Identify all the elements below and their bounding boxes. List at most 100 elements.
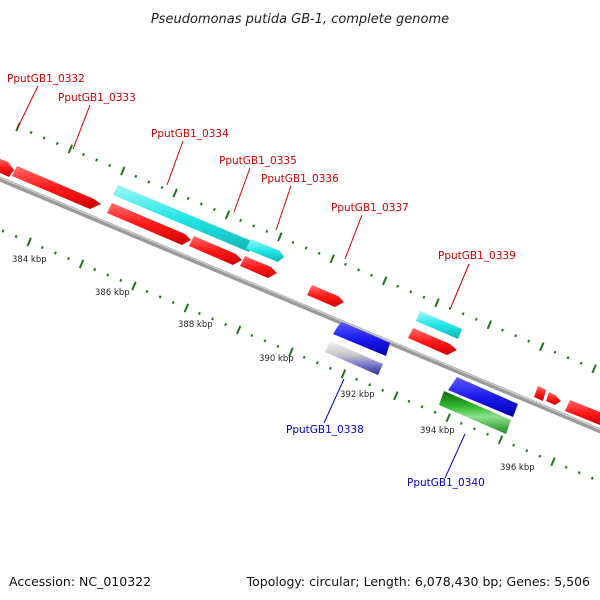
forward-leader-lines [16, 85, 470, 308]
tick-label-392: 392 kbp [340, 390, 375, 400]
ruler-minor-tick [315, 361, 319, 365]
ruler-minor-tick [212, 207, 216, 211]
ruler-minor-tick [579, 361, 583, 365]
gene-0334[interactable] [113, 185, 254, 252]
gene-0340-blue[interactable] [448, 377, 518, 417]
gene-0339[interactable] [416, 311, 462, 339]
ruler-minor-tick [263, 339, 267, 343]
ruler-minor-tick [474, 317, 478, 321]
ruler-minor-tick [95, 158, 99, 162]
tick-label-384: 384 kbp [12, 255, 47, 265]
ruler-major-tick [26, 237, 32, 247]
ruler-major-tick [131, 281, 137, 291]
ruler-minor-tick [40, 245, 44, 250]
ruler-major-tick [67, 144, 74, 154]
ruler-minor-tick [538, 454, 542, 458]
ruler-minor-tick [486, 432, 489, 436]
gene-right-2[interactable] [546, 392, 561, 405]
ruler-minor-tick [160, 185, 164, 189]
ruler-minor-tick [67, 256, 70, 261]
ruler-minor-tick [276, 344, 280, 348]
ruler-minor-tick [147, 180, 151, 184]
ruler-minor-tick [566, 356, 570, 360]
ruler-minor-tick [461, 312, 465, 316]
ruler-minor-tick [14, 234, 18, 239]
gene-label-0335: PputGB1_0335 [219, 155, 297, 167]
gene-label-0333: PputGB1_0333 [58, 92, 136, 104]
gene-0335[interactable] [246, 239, 284, 262]
ruler-minor-tick [53, 251, 57, 255]
ruler-major-tick [288, 347, 294, 357]
ruler-minor-tick [239, 218, 243, 222]
ruler-minor-tick [29, 130, 33, 135]
ruler-minor-tick [343, 262, 347, 266]
ruler-major-tick [393, 391, 399, 401]
tick-label-386: 386 kbp [95, 288, 130, 298]
ruler-minor-tick [577, 471, 581, 475]
ruler-minor-tick [252, 224, 256, 228]
ruler-minor-tick [422, 295, 426, 299]
ruler-major-tick [497, 435, 504, 445]
ruler-minor-tick [472, 427, 476, 431]
gene-right-3[interactable] [565, 400, 600, 425]
ruler-minor-tick [420, 405, 424, 409]
ruler-minor-tick [355, 377, 359, 381]
ruler-minor-tick [433, 410, 437, 414]
ruler-minor-tick [106, 273, 110, 277]
gene-0333[interactable] [12, 166, 101, 209]
ruler-inner [1, 229, 594, 480]
gene-label-0338: PputGB1_0338 [286, 424, 364, 436]
gene-label-0339: PputGB1_0339 [438, 250, 516, 262]
ruler-major-tick [78, 259, 85, 269]
ruler-major-tick [172, 188, 178, 198]
gene-lower-1[interactable] [107, 203, 191, 245]
gene-0338-blue[interactable] [333, 322, 390, 356]
ruler-minor-tick [304, 246, 308, 250]
ruler-major-tick [120, 166, 126, 176]
ruler-minor-tick [199, 202, 203, 206]
ruler-minor-tick [265, 229, 269, 233]
ruler-minor-tick [525, 449, 529, 453]
ruler-minor-tick [1, 229, 5, 233]
gene-label-0337: PputGB1_0337 [331, 202, 409, 214]
gene-0332[interactable] [0, 158, 14, 177]
ruler-major-tick [224, 210, 231, 220]
ruler-major-tick [486, 320, 493, 330]
ruler-minor-tick [409, 290, 413, 294]
gene-label-0334: PputGB1_0334 [151, 128, 229, 140]
ruler-minor-tick [368, 383, 372, 387]
map-title: Pseudomonas putida GB-1, complete genome [151, 12, 449, 27]
reverse-leader-lines [323, 378, 466, 479]
ruler-minor-tick [302, 355, 306, 359]
gene-0336[interactable] [240, 256, 277, 278]
ruler-minor-tick [108, 163, 112, 168]
gene-label-0332: PputGB1_0332 [7, 73, 85, 85]
accession-text: Accession: NC_010322 [9, 574, 151, 589]
gene-0337[interactable] [307, 285, 344, 307]
ruler-minor-tick [328, 366, 332, 370]
ruler-minor-tick [211, 317, 214, 321]
gene-right-1[interactable] [534, 386, 546, 401]
ruler-minor-tick [381, 388, 385, 392]
ruler-minor-tick [590, 476, 594, 480]
gene-0340[interactable] [439, 391, 511, 434]
gene-lower-3[interactable] [408, 328, 457, 355]
ruler-minor-tick [291, 240, 295, 244]
gene-label-0336: PputGB1_0336 [261, 173, 339, 185]
ruler-minor-tick [42, 136, 46, 140]
ruler-minor-tick [527, 339, 531, 343]
ruler-minor-tick [459, 421, 463, 425]
ruler-minor-tick [93, 267, 97, 272]
gene-lower-2[interactable] [189, 236, 242, 265]
ruler-minor-tick [448, 306, 452, 310]
tick-label-390: 390 kbp [259, 354, 294, 364]
ruler-minor-tick [512, 443, 516, 447]
ruler-major-tick [183, 303, 190, 313]
ruler-minor-tick [197, 311, 201, 315]
ruler-minor-tick [250, 333, 254, 337]
gene-0338[interactable] [325, 341, 383, 375]
ruler-major-tick [236, 325, 242, 335]
ruler-major-tick [434, 298, 440, 308]
ruler-minor-tick [145, 289, 149, 293]
ruler-major-tick [329, 254, 335, 264]
